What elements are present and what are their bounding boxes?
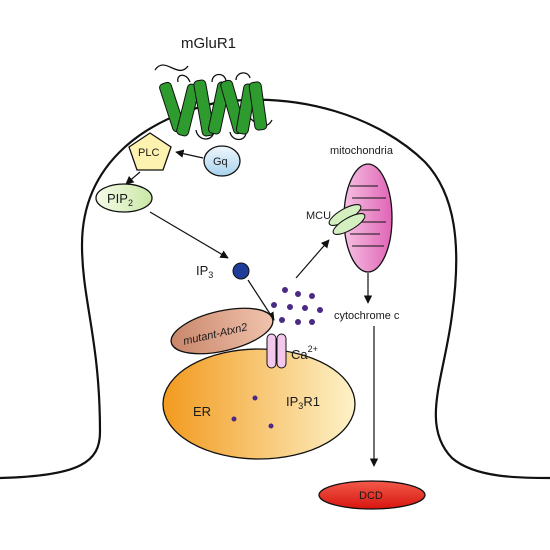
ip3-dot (232, 262, 250, 280)
mcu-channel (328, 204, 366, 235)
gq-label: Gq (213, 156, 228, 168)
mutant-atxn2-shape (170, 307, 274, 355)
ip3r1-label: IP3R1 (286, 394, 320, 411)
gq-shape (203, 145, 241, 177)
cytochrome-label: cytochrome c (334, 310, 400, 322)
pip2-shape (95, 183, 153, 213)
calcium-cloud (271, 287, 323, 325)
mitochondria-label: mitochondria (330, 145, 394, 157)
mglur1-label: mGluR1 (181, 35, 236, 52)
ip3r1-channel (266, 333, 287, 369)
er-shape (162, 348, 356, 460)
plc-shape (128, 132, 172, 171)
arrow-plc-pip2 (125, 171, 141, 185)
mcu-label: MCU (306, 210, 331, 222)
ip3-label: IP3 (196, 263, 213, 280)
dcd-label: DCD (359, 490, 383, 502)
arrow-gq-plc (175, 149, 204, 159)
calcium-label: Ca2+ (291, 344, 318, 362)
cell-membrane (0, 98, 550, 480)
dcd-shape (318, 480, 426, 510)
pip2-label: PIP2 (107, 191, 133, 208)
mglur1-receptor (154, 64, 273, 141)
arrow-calcium-mcu (295, 239, 330, 279)
plc-label: PLC (138, 147, 159, 159)
arrow-pip2-ip3 (149, 211, 229, 259)
er-label: ER (193, 404, 211, 419)
arrow-ip3-ip3r1 (247, 279, 275, 321)
er-calcium-dots (231, 395, 274, 429)
